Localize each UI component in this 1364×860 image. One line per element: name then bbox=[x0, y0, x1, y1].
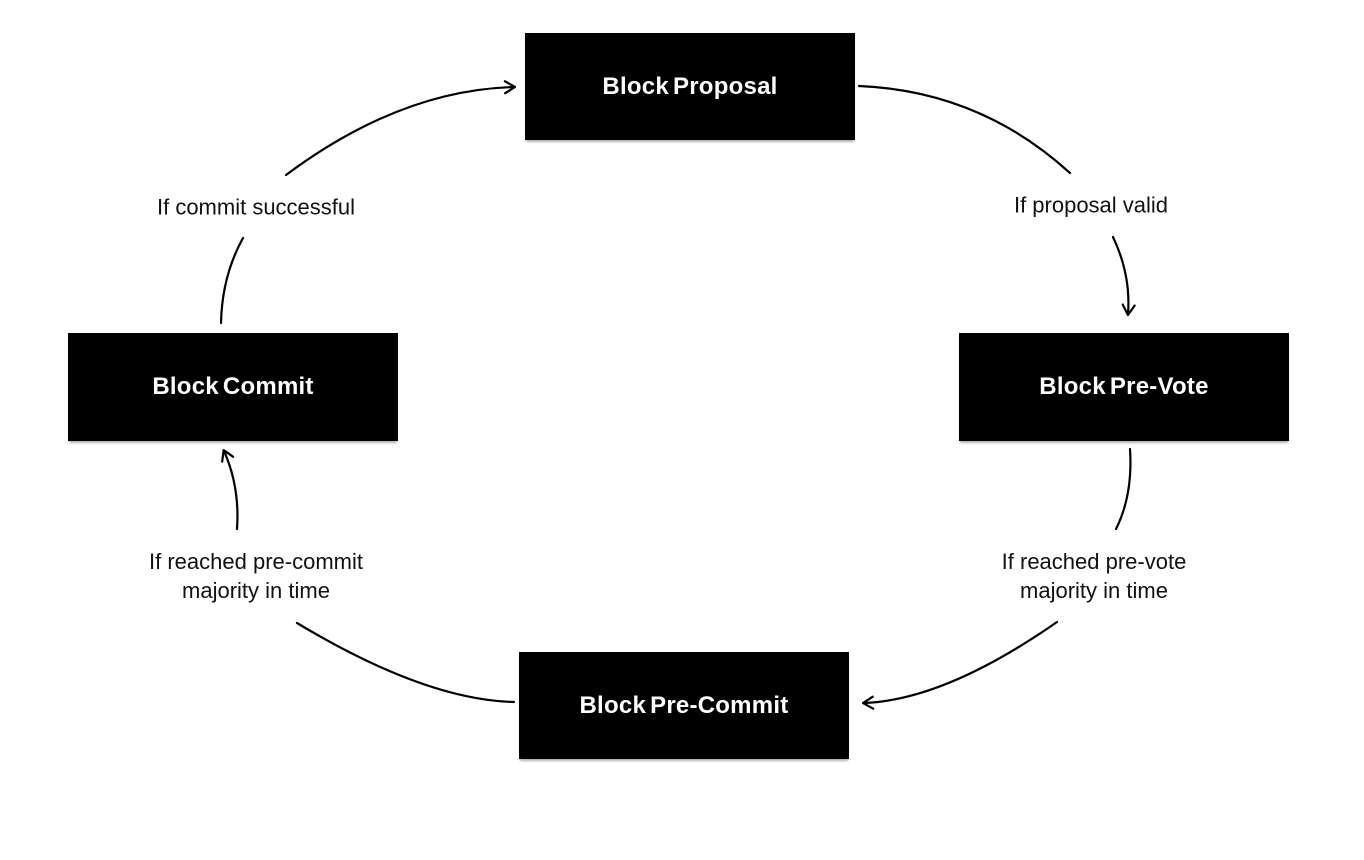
arrow-commit-to-proposal-segment-2 bbox=[284, 80, 517, 177]
edge-label-precommit-majority: If reached pre-commit majority in time bbox=[149, 549, 363, 603]
arrow-commit-to-proposal-segment-1 bbox=[219, 236, 245, 325]
edge-label-prevote-majority: If reached pre-vote majority in time bbox=[1001, 549, 1187, 603]
node-block-pre-commit: Block Pre-Commit bbox=[519, 652, 849, 759]
node-label: Block Pre-Commit bbox=[579, 691, 789, 719]
node-label: Block Pre-Vote bbox=[1039, 373, 1209, 400]
arrow-prevote-to-precommit-segment-1 bbox=[1114, 447, 1132, 531]
arrow-proposal-to-prevote-segment-1 bbox=[857, 84, 1072, 175]
node-block-pre-vote: Block Pre-Vote bbox=[959, 333, 1289, 441]
edge-label-proposal-valid: If proposal valid bbox=[1013, 192, 1169, 218]
node-block-proposal: Block Proposal bbox=[525, 33, 855, 140]
arrow-prevote-to-precommit-segment-2 bbox=[861, 620, 1059, 710]
arrow-proposal-to-prevote-segment-2 bbox=[1111, 235, 1136, 317]
arrow-precommit-to-commit-segment-1 bbox=[295, 621, 516, 704]
arrow-precommit-to-commit-segment-2 bbox=[221, 448, 239, 531]
node-label: Block Commit bbox=[152, 373, 314, 400]
node-label: Block Proposal bbox=[602, 72, 778, 100]
node-block-commit: Block Commit bbox=[68, 333, 398, 441]
edge-label-commit-successful: If commit successful bbox=[156, 194, 356, 220]
